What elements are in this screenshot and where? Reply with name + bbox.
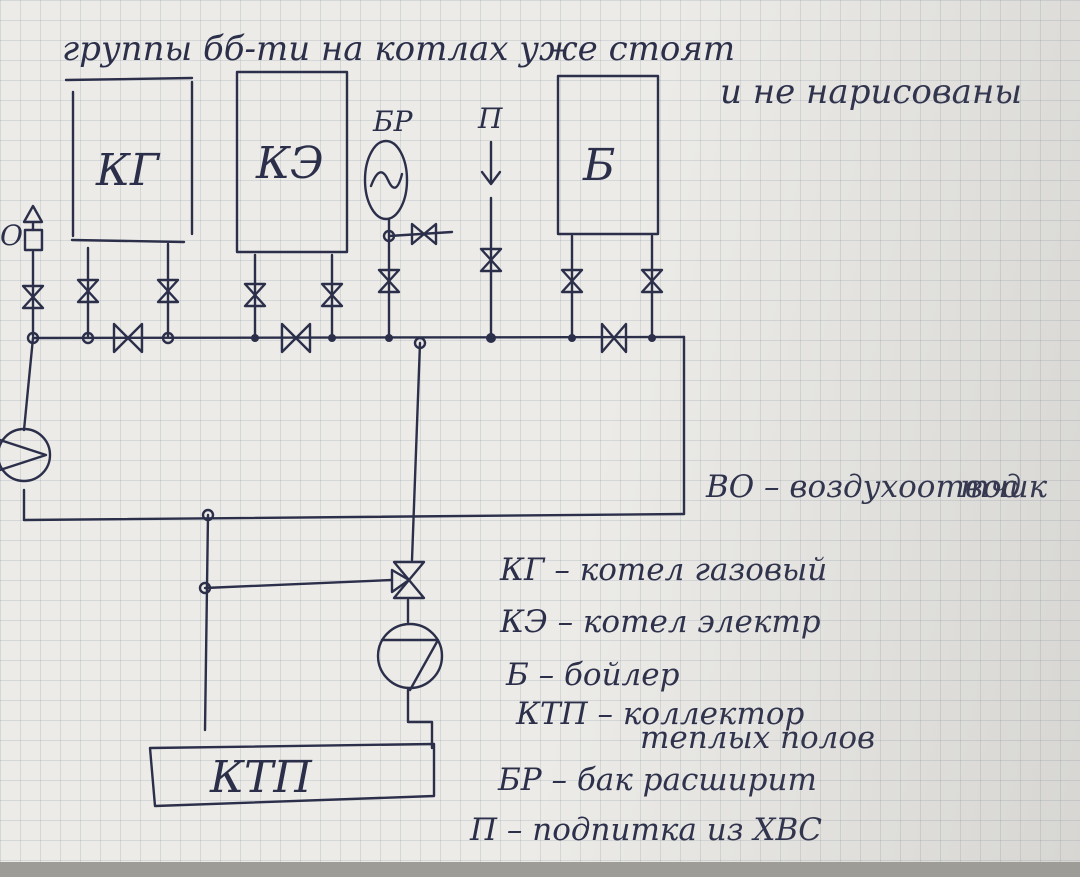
legend-b: Б – бойлер (505, 657, 680, 693)
makeup-water-inlet: П (477, 102, 503, 186)
legend-p: П – подпитка из ХВС (469, 812, 822, 848)
mixing-valve (390, 560, 426, 600)
air-vent: О (0, 204, 44, 252)
legend-kg: КГ – котел газовый (499, 552, 827, 588)
boiler-gas-label: КГ (95, 145, 161, 196)
boiler-gas: КГ (64, 76, 194, 244)
bypass-pipe (203, 578, 394, 590)
legend-br: БР – бак расширит (497, 762, 817, 798)
left-circulation-pump (0, 427, 52, 483)
shutoff-valves (21, 222, 664, 354)
left-riser (22, 336, 35, 522)
note-line-1: группы бб-ти на котлах уже стоят (62, 29, 735, 69)
pipe-junctions (26, 229, 656, 595)
air-vent-label: О (0, 219, 23, 252)
expansion-tank: БР (363, 105, 414, 221)
expansion-tank-label: БР (372, 105, 414, 138)
underfloor-manifold-label: КТП (209, 752, 313, 803)
boiler-electric-label: КЭ (255, 138, 324, 189)
underfloor-pump (376, 622, 444, 692)
boiler-electric: КЭ (235, 70, 349, 254)
water-heater-label: Б (582, 140, 615, 191)
return-line (22, 512, 686, 522)
note-line-2: и не нарисованы (720, 72, 1022, 112)
legend-vo-cont: тчик (960, 469, 1048, 505)
central-supply-pipe (410, 341, 422, 562)
water-heater: Б (556, 74, 660, 236)
underfloor-manifold: КТП (148, 742, 436, 808)
legend-vo: ВО – воздухоотвод (705, 469, 1021, 505)
legend-ke: КЭ – котел электр (499, 604, 821, 640)
main-header-pipe (31, 335, 686, 340)
legend-ktp: КТП – коллектор (515, 696, 804, 732)
legend-ktp-cont: теплых полов (640, 720, 875, 756)
pump-to-manifold (406, 688, 434, 750)
manifold-return-pipe (203, 513, 210, 732)
table-edge (0, 862, 1080, 877)
makeup-label: П (477, 102, 503, 135)
legend: ВО – воздухоотвод тчик КГ – котел газовы… (469, 469, 1048, 848)
